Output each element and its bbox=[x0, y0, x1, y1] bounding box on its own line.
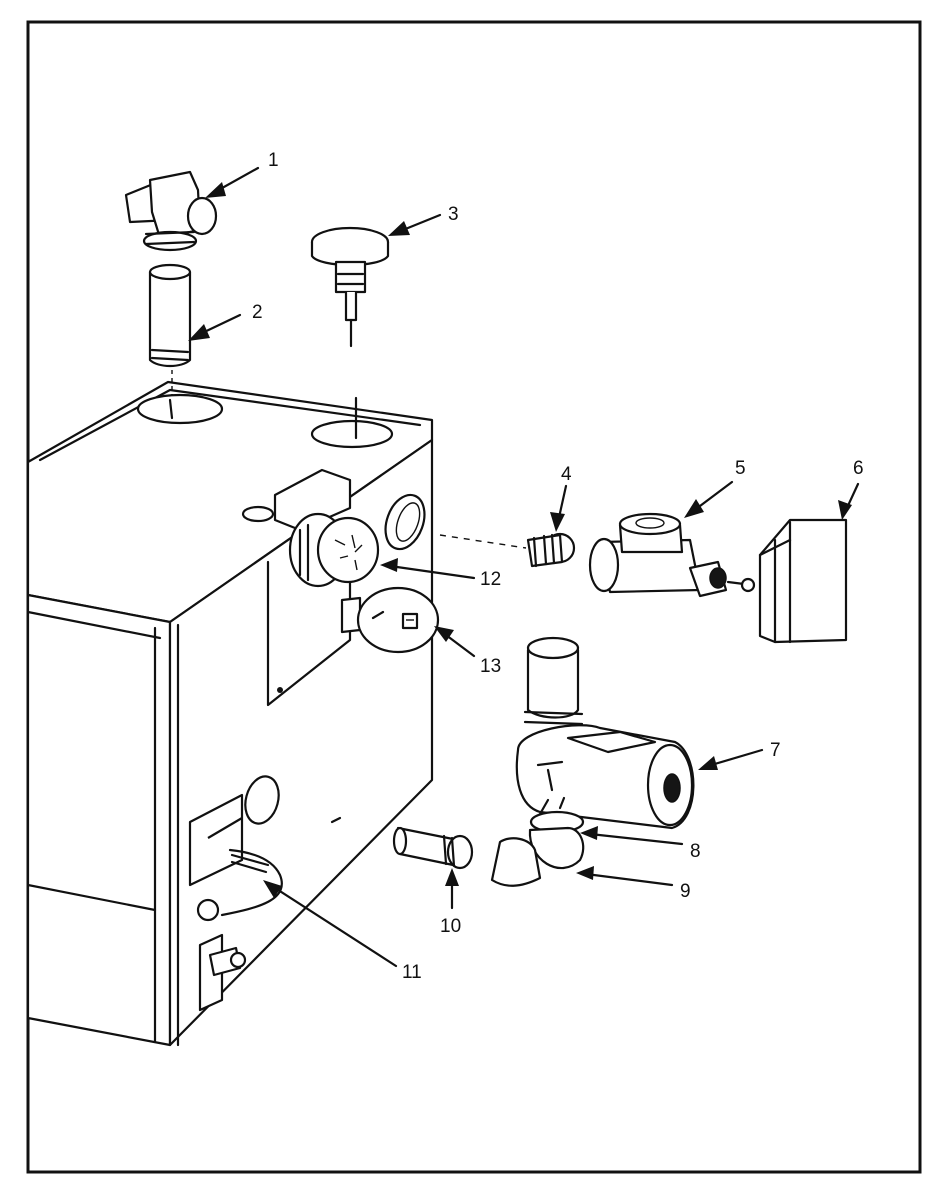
callout-2: 2 bbox=[252, 302, 263, 323]
callout-9: 9 bbox=[680, 881, 691, 902]
part-5-tee-fitting bbox=[588, 512, 756, 598]
part-13-round-control bbox=[340, 586, 440, 654]
part-10-nipple bbox=[392, 826, 474, 870]
callout-13: 13 bbox=[480, 656, 501, 677]
boiler-cabinet bbox=[26, 380, 434, 1047]
callout-4: 4 bbox=[561, 464, 572, 485]
callout-3: 3 bbox=[448, 204, 459, 225]
part-2-pipe-nipple bbox=[148, 263, 192, 395]
callout-labels: 1 2 3 4 5 6 7 8 9 10 11 12 13 bbox=[252, 150, 864, 983]
callout-12: 12 bbox=[480, 569, 501, 590]
callout-10: 10 bbox=[440, 916, 461, 937]
callout-5: 5 bbox=[735, 458, 746, 479]
part-1-relief-valve bbox=[124, 170, 218, 252]
leader-lines bbox=[188, 166, 860, 968]
part-9-elbow bbox=[490, 826, 585, 887]
callout-8: 8 bbox=[690, 841, 701, 862]
callout-1: 1 bbox=[268, 150, 279, 171]
callout-11: 11 bbox=[402, 962, 422, 983]
part-8-flange bbox=[529, 796, 585, 834]
callout-6: 6 bbox=[853, 458, 864, 479]
part-6-control-box bbox=[758, 518, 848, 644]
part-3-temperature-gauge bbox=[310, 226, 390, 348]
callout-7: 7 bbox=[770, 740, 781, 761]
part-7-circulator-pump bbox=[515, 636, 695, 830]
part-12-gauge-port bbox=[288, 512, 380, 588]
part-4-nipple bbox=[439, 532, 576, 568]
